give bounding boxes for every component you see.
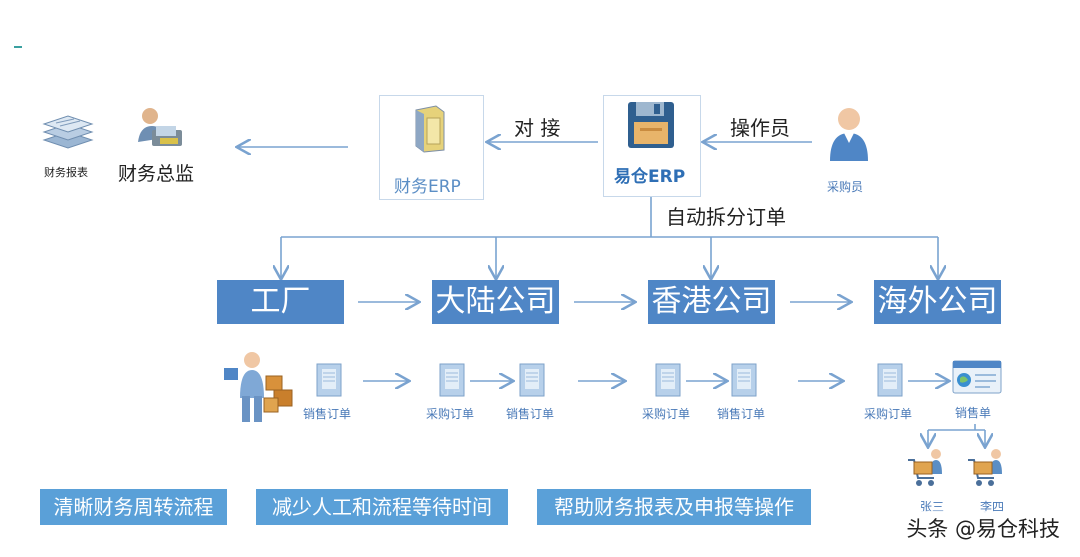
benefit-reduce-manual: 减少人工和流程等待时间 xyxy=(256,489,508,525)
stacked-documents-icon xyxy=(38,110,96,162)
document-icon xyxy=(315,362,345,402)
shopping-cart-person-icon xyxy=(966,448,1010,494)
document-icon xyxy=(876,362,906,402)
company-hongkong: 香港公司 xyxy=(648,280,775,324)
doc-overseas-purchase-label: 采购订单 xyxy=(864,407,913,421)
doc-mainland-sales-label: 销售订单 xyxy=(506,407,555,421)
floppy-disk-icon xyxy=(624,100,678,154)
server-icon xyxy=(412,104,448,158)
finance-report-label: 财务报表 xyxy=(44,166,88,179)
document-icon xyxy=(730,362,760,402)
docking-label: 对 接 xyxy=(514,116,561,140)
worker-with-boxes-icon xyxy=(220,350,300,430)
company-overseas: 海外公司 xyxy=(874,280,1001,324)
finance-director-icon xyxy=(130,104,186,156)
operator-label: 操作员 xyxy=(730,116,790,140)
auto-split-label: 自动拆分订单 xyxy=(666,205,786,229)
yicang-erp-label: 易仓ERP xyxy=(614,167,686,187)
company-factory: 工厂 xyxy=(217,280,344,324)
web-order-icon xyxy=(952,360,1002,398)
finance-erp-label: 财务ERP xyxy=(394,177,461,197)
doc-mainland-purchase-label: 采购订单 xyxy=(426,407,475,421)
corner-mark xyxy=(14,46,22,48)
benefit-clear-finance: 清晰财务周转流程 xyxy=(40,489,227,525)
doc-factory-sales-label: 销售订单 xyxy=(303,407,352,421)
doc-hk-purchase-label: 采购订单 xyxy=(642,407,691,421)
company-mainland: 大陆公司 xyxy=(432,280,559,324)
document-icon xyxy=(438,362,468,402)
doc-overseas-sales-label: 销售单 xyxy=(955,406,992,420)
customer-zhangsan-label: 张三 xyxy=(920,500,945,514)
benefit-help-reporting: 帮助财务报表及申报等操作 xyxy=(537,489,811,525)
watermark-text: 头条 @易仓科技 xyxy=(902,511,1064,545)
document-icon xyxy=(518,362,548,402)
person-icon xyxy=(826,105,872,167)
purchaser-label: 采购员 xyxy=(827,180,864,194)
customer-lisi-label: 李四 xyxy=(980,500,1005,514)
shopping-cart-person-icon xyxy=(906,448,950,494)
document-icon xyxy=(654,362,684,402)
doc-hk-sales-label: 销售订单 xyxy=(717,407,766,421)
finance-director-label: 财务总监 xyxy=(118,163,195,185)
